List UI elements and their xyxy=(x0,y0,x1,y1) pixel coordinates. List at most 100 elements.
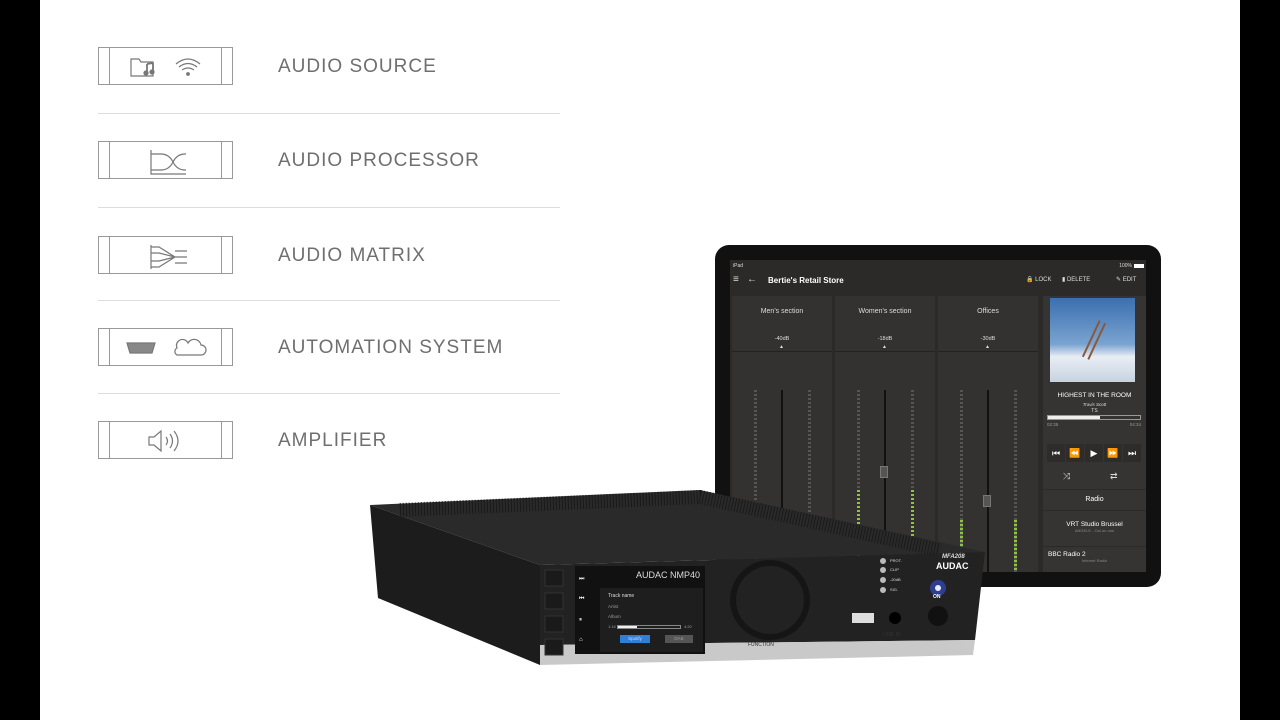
home-icon[interactable]: ⌂ xyxy=(579,637,583,643)
screen-elapsed: 1:16 xyxy=(608,624,616,629)
line-in-label: LINE IN xyxy=(883,632,901,638)
front-button xyxy=(544,569,564,587)
radio-station[interactable]: VRT Studio Brussel ANGELE - Oui ou non xyxy=(1043,510,1146,544)
level-meter xyxy=(808,390,811,572)
duration-time: 04:34 xyxy=(1129,422,1141,427)
zone-level: -18dB xyxy=(877,336,893,342)
power-label: POWER xyxy=(925,630,950,637)
source-spotify[interactable]: Spotify xyxy=(620,635,650,643)
next-icon[interactable]: ⏭ xyxy=(579,576,585,582)
speaker-icon xyxy=(148,429,179,453)
screen-album: Album xyxy=(608,614,621,619)
caret-up-icon: ▲ xyxy=(985,344,990,350)
zone-name: Offices xyxy=(938,296,1038,352)
usb-port xyxy=(852,613,874,623)
divider xyxy=(98,113,560,114)
track-album: TS xyxy=(1091,408,1098,414)
folder-music-icon xyxy=(130,58,155,77)
progress-bar[interactable] xyxy=(1047,415,1141,420)
shuffle-icon[interactable]: ⤨ xyxy=(1063,471,1071,481)
station-sub: Internet Radio xyxy=(1081,558,1108,563)
lock-label: LOCK xyxy=(1035,277,1052,283)
level-meter xyxy=(960,390,963,572)
source-dab[interactable]: DAB xyxy=(665,635,693,643)
back-arrow-icon[interactable]: ← xyxy=(747,274,757,285)
tablet: iPad 100% ≡ ← Bertie's Retail Store 🔒 LO… xyxy=(715,245,1161,587)
station-name: VRT Studio Brussel xyxy=(1066,521,1123,528)
led-label: CLIP xyxy=(890,567,899,572)
category-label: AUDIO PROCESSOR xyxy=(278,150,480,171)
brand-label: AUDAC xyxy=(936,561,969,571)
delete-label: DELETE xyxy=(1066,277,1091,283)
volume-fader[interactable] xyxy=(983,390,991,572)
screen-duration: 4:20 xyxy=(684,624,692,629)
category-audio-matrix: AUDIO MATRIX xyxy=(98,236,560,276)
category-amplifier: AMPLIFIER xyxy=(98,421,560,461)
screen-progress xyxy=(617,625,681,629)
category-label: AUDIO SOURCE xyxy=(278,56,437,77)
power-led-label: ON xyxy=(933,594,941,600)
delete-button[interactable]: ▮ DELETE xyxy=(1062,277,1091,283)
front-button xyxy=(544,592,564,610)
lock-button[interactable]: 🔒 LOCK xyxy=(1026,277,1052,283)
module-name: AUDAC NMP40 xyxy=(636,570,701,580)
battery-icon xyxy=(1134,264,1144,268)
function-label: FUNCTION xyxy=(748,642,774,648)
power-button xyxy=(928,606,948,626)
skip-back-button[interactable]: ⏮ xyxy=(1047,444,1065,462)
volume-fader[interactable] xyxy=(880,390,888,572)
prev-icon[interactable]: ⏮ xyxy=(579,596,585,602)
level-meter xyxy=(754,390,757,572)
repeat-icon[interactable]: ⇄ xyxy=(1110,471,1118,481)
caret-up-icon: ▲ xyxy=(882,344,887,350)
rewind-button[interactable]: ⏪ xyxy=(1066,444,1084,462)
matrix-icon xyxy=(150,245,187,269)
track-title: HIGHEST IN THE ROOM xyxy=(1057,392,1132,399)
serial-port-icon xyxy=(126,342,156,354)
pause-icon[interactable]: ⏸ xyxy=(579,617,583,623)
album-art xyxy=(1050,298,1135,382)
skip-forward-button[interactable]: ⏭ xyxy=(1123,444,1141,462)
zone-name: Men's section xyxy=(732,296,832,352)
front-button xyxy=(544,638,564,656)
tablet-screen: iPad 100% ≡ ← Bertie's Retail Store 🔒 LO… xyxy=(730,260,1146,572)
rack-icon xyxy=(98,47,233,85)
radio-header: Radio xyxy=(1043,489,1146,509)
fast-forward-button[interactable]: ⏩ xyxy=(1104,444,1122,462)
elapsed-time: 02:35 xyxy=(1047,422,1059,427)
category-label: AUDIO MATRIX xyxy=(278,245,426,266)
led-label: SIG. xyxy=(890,587,899,592)
category-label: AUTOMATION SYSTEM xyxy=(278,337,504,358)
category-label: AMPLIFIER xyxy=(278,430,388,451)
divider xyxy=(98,393,560,394)
level-meter xyxy=(911,390,914,572)
screen-artist: Artist xyxy=(608,604,619,609)
zone-column: Offices -30dB ▲ xyxy=(938,296,1038,572)
menu-icon[interactable]: ≡ xyxy=(733,274,739,285)
led-label: PROT. xyxy=(890,558,902,563)
left-letterbox xyxy=(0,0,40,720)
rack-icon xyxy=(98,421,233,459)
rack-icon xyxy=(98,328,233,366)
rack-icon xyxy=(98,236,233,274)
zone-name: Women's section xyxy=(835,296,935,352)
crossover-icon xyxy=(150,150,186,175)
edit-button[interactable]: ✎ EDIT xyxy=(1116,277,1137,283)
play-button[interactable]: ▶ xyxy=(1085,444,1103,462)
line-in-jack xyxy=(889,612,901,624)
page-title: Bertie's Retail Store xyxy=(768,276,844,285)
player-panel: HIGHEST IN THE ROOM Travis Scott TS 02:3… xyxy=(1043,296,1146,572)
device-name: iPad xyxy=(733,263,744,269)
cloud-icon xyxy=(174,338,207,356)
radio-station[interactable]: BBC Radio 2 Internet Radio xyxy=(1043,546,1146,572)
battery-text: 100% xyxy=(1119,263,1132,269)
station-sub: ANGELE - Oui ou non xyxy=(1074,528,1115,533)
station-name: BBC Radio 2 xyxy=(1048,551,1086,558)
fader-handle[interactable] xyxy=(983,494,991,507)
fader-handle[interactable] xyxy=(880,466,888,478)
edit-label: EDIT xyxy=(1122,277,1137,283)
track-artist: Travis Scott xyxy=(1082,402,1107,407)
power-led xyxy=(935,585,941,591)
zone-level: -30dB xyxy=(980,336,996,342)
